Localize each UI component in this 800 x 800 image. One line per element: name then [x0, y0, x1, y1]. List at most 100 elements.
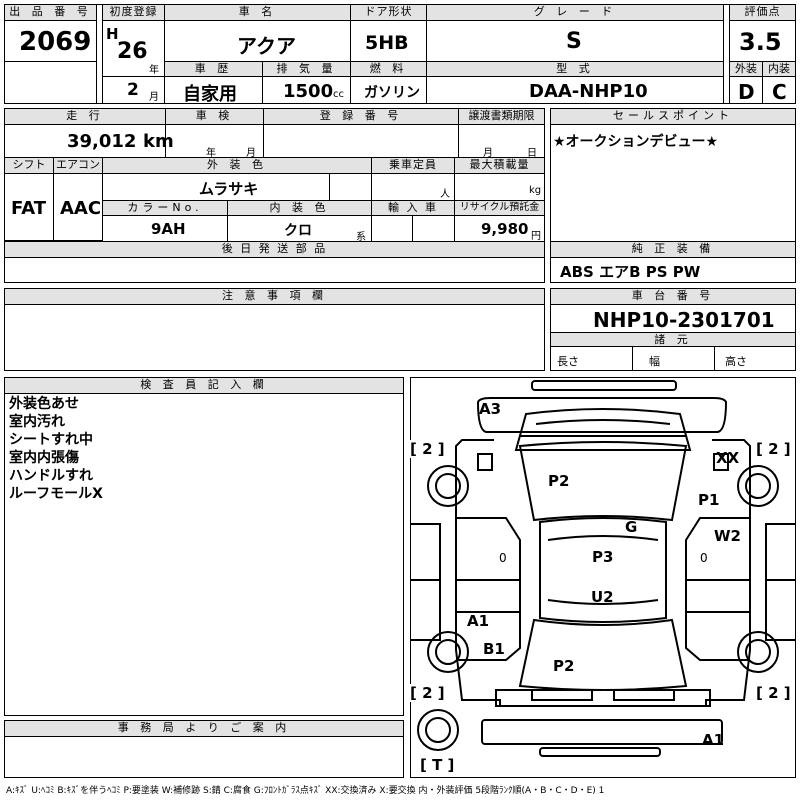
era-letter: H — [106, 25, 119, 43]
exterior-color-header: 外 装 色 — [102, 157, 372, 174]
inspector-note: ハンドルすれ — [9, 468, 93, 484]
damage-mark-p1: P1 — [698, 491, 720, 509]
office-notice-cell — [4, 736, 404, 778]
mileage: 39,012 — [67, 131, 137, 152]
genuine-equipment: ABS エアB PS PW — [560, 263, 701, 281]
aircon-header: エアコン — [53, 157, 103, 174]
interior-grade: C — [772, 80, 787, 104]
exterior-color: ムラサキ — [199, 180, 259, 198]
color-number: 9AH — [151, 220, 186, 238]
fuel-cell: ガソリン — [350, 76, 427, 104]
damage-mark-g: G — [625, 518, 638, 536]
inspection-cell: 年 月 — [165, 124, 264, 159]
exterior-grade-header: 外装 — [729, 61, 763, 77]
model-code-cell: DAA-NHP10 — [426, 76, 724, 104]
interior-grade-header: 内装 — [762, 61, 796, 77]
shift-cell: FAT — [4, 173, 54, 241]
interior-color-cell: クロ 系 — [227, 215, 372, 243]
spec-height-label: 高さ — [725, 355, 747, 368]
capacity-header: 乗車定員 — [371, 157, 455, 174]
capacity-unit: 人 — [440, 189, 450, 200]
spec-width-label: 幅 — [649, 355, 660, 368]
caution-cell — [4, 304, 545, 371]
sill-mark-right: 0 — [700, 551, 708, 565]
spec-length-cell: 長さ — [550, 346, 633, 371]
registration-number-cell — [263, 124, 459, 158]
specs-header: 諸 元 — [550, 332, 796, 347]
damage-mark-p2-bottom: P2 — [553, 657, 575, 675]
car-diagram-frame — [410, 377, 796, 778]
damage-mark-b1: B1 — [483, 640, 505, 658]
door-header: ドア形状 — [350, 4, 427, 21]
damage-mark-u2: U2 — [591, 588, 614, 606]
car-name-cell: アクア — [164, 20, 351, 62]
office-notice-header: 事 務 局 よ り ご 案 内 — [4, 720, 404, 737]
usage-history: 自家用 — [183, 84, 237, 105]
damage-mark-a1-bottom: A1 — [702, 731, 725, 749]
lot-number-cell: 2069 — [4, 20, 97, 62]
genuine-equipment-header: 純 正 装 備 — [550, 241, 796, 258]
inspector-note: ルーフモールX — [9, 486, 103, 502]
import-header: 輸 入 車 — [371, 200, 455, 216]
spare-tire-mark: [ T ] — [420, 756, 455, 774]
damage-mark-w2: W2 — [714, 527, 741, 545]
sill-mark-left: 0 — [499, 551, 507, 565]
tire-depth-front-right: [ 2 ] — [756, 440, 791, 458]
recycle-cell: 9,980 円 — [454, 215, 545, 242]
damage-mark-a3: A3 — [479, 400, 502, 418]
model-code: DAA-NHP10 — [529, 81, 648, 102]
car-name-header: 車 名 — [164, 4, 351, 21]
model-code-header: 型 式 — [426, 61, 724, 77]
chassis-number: NHP10-2301701 — [593, 308, 775, 332]
door-type: 5HB — [365, 32, 409, 54]
transfer-deadline-cell: 月 日 — [458, 124, 545, 159]
damage-mark-xx: XX — [716, 449, 740, 467]
tire-depth-rear-right: [ 2 ] — [756, 684, 791, 702]
year-unit: 年 — [149, 65, 159, 76]
import-cell-b — [412, 215, 455, 242]
first-registration-header: 初度登録 — [102, 4, 165, 21]
mileage-cell: 39,012 km — [4, 124, 174, 158]
damage-mark-p2-top: P2 — [548, 472, 570, 490]
spec-height-cell: 高さ — [714, 346, 796, 371]
first-registration-year-cell: H 26 年 — [102, 20, 165, 77]
inspector-note: 室内内張傷 — [9, 450, 79, 466]
import-cell-a — [371, 215, 413, 242]
car-name: アクア — [237, 34, 296, 58]
inspector-note: シートすれ中 — [9, 432, 93, 448]
color-number-header: カラーNo. — [102, 200, 228, 216]
tire-depth-rear-left: [ 2 ] — [410, 684, 445, 702]
recycle-header: リサイクル預託金 — [454, 200, 545, 216]
inspection-header: 車 検 — [165, 108, 264, 125]
grade: S — [566, 29, 582, 54]
transfer-month-unit: 月 — [483, 148, 493, 159]
interior-color-header: 内 装 色 — [227, 200, 372, 216]
displacement-header: 排 気 量 — [262, 61, 351, 77]
recycle-fee: 9,980 — [481, 220, 529, 238]
sales-point-text: ★オークションデビュー★ — [553, 134, 719, 150]
exterior-color-extra — [329, 173, 372, 201]
exterior-color-cell: ムラサキ — [102, 173, 330, 201]
inspector-notes-list: 外装色あせ 室内汚れ シートすれ中 室内内張傷 ハンドルすれ ルーフモールX — [9, 395, 103, 503]
genuine-equipment-cell: ABS エアB PS PW — [550, 257, 796, 283]
later-parts-cell — [4, 257, 545, 283]
history-cell: 自家用 — [164, 76, 263, 105]
car-diagram — [410, 380, 796, 757]
transfer-day-unit: 日 — [527, 148, 537, 159]
score-cell: 3.5 — [729, 20, 796, 62]
inspection-year-unit: 年 — [206, 148, 216, 159]
inspector-note: 室内汚れ — [9, 414, 65, 430]
damage-legend: A:ｷｽﾞ U:ﾍｺﾐ B:ｷｽﾞを伴うﾍｺﾐ P:要塗装 W:補修跡 S:錆 … — [6, 786, 605, 796]
sales-point-header: セールスポイント — [550, 108, 796, 125]
load-unit: kg — [529, 185, 542, 196]
inspector-notes-cell: 外装色あせ 室内汚れ シートすれ中 室内内張傷 ハンドルすれ ルーフモールX — [4, 393, 404, 716]
inspection-month-unit: 月 — [246, 148, 256, 159]
fuel-header: 燃 料 — [350, 61, 427, 77]
spec-length-label: 長さ — [557, 355, 579, 368]
damage-mark-p3: P3 — [592, 548, 614, 566]
km-unit: km — [143, 131, 174, 152]
lot-number-blank — [4, 61, 97, 104]
month-unit: 月 — [149, 92, 159, 103]
max-load-header: 最大積載量 — [454, 157, 545, 174]
yen-unit: 円 — [531, 231, 541, 242]
